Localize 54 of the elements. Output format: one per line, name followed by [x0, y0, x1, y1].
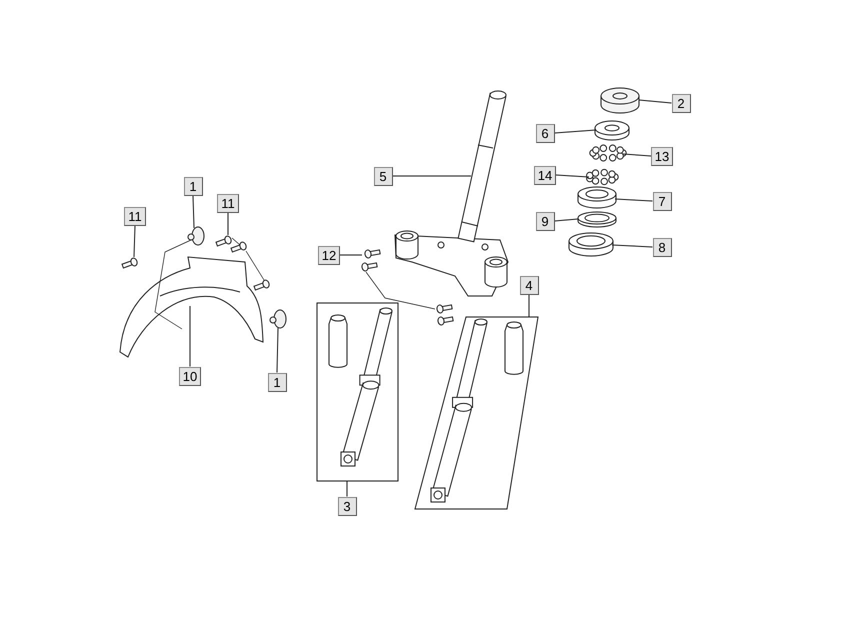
- leader-line: [276, 328, 278, 373]
- assembly-line: [232, 238, 240, 246]
- screw-drawing: [253, 280, 270, 291]
- bearing-cone-drawing: [578, 186, 616, 208]
- callout-number: 9: [536, 212, 554, 230]
- callout-number: 2: [672, 94, 690, 112]
- callout-number: 3: [338, 496, 356, 516]
- callout-number: 13: [651, 146, 673, 166]
- callout-number: 6: [536, 124, 554, 142]
- group-frame: [316, 302, 398, 482]
- front-fender-drawing: [120, 256, 264, 358]
- leader-line: [192, 195, 194, 228]
- leader-line: [638, 100, 672, 104]
- bolt-drawing: [437, 316, 454, 326]
- bolt-drawing: [364, 249, 381, 258]
- ball-bearing-drawing: [586, 168, 619, 186]
- ball-bearing-drawing: [589, 144, 627, 162]
- group-frame: [414, 316, 539, 510]
- assembly-line: [154, 240, 192, 330]
- leader-line: [346, 480, 348, 497]
- screw-drawing: [230, 242, 247, 253]
- callout-number: 8: [652, 238, 672, 256]
- washer-drawing: [578, 212, 616, 228]
- screw-drawing: [215, 236, 232, 247]
- rubber-knob-drawing: [270, 310, 286, 328]
- bolt-drawing: [361, 262, 378, 272]
- screw-drawing: [121, 258, 138, 269]
- nut-drawing: [600, 88, 640, 114]
- rubber-knob-drawing: [188, 226, 204, 246]
- callout-number: 1: [184, 176, 202, 196]
- leader-line: [554, 130, 596, 134]
- callout-number: 11: [217, 194, 239, 212]
- leader-line: [340, 254, 362, 256]
- leader-line: [134, 225, 136, 258]
- callout-number: 12: [318, 246, 340, 264]
- leader-line: [528, 294, 530, 318]
- callout-number: 7: [652, 192, 672, 210]
- callout-number: 10: [179, 366, 201, 386]
- steering-stem-drawing: [394, 90, 509, 296]
- leader-line: [554, 218, 578, 222]
- leader-line: [614, 198, 653, 202]
- callout-number: 14: [534, 166, 556, 184]
- leader-line: [622, 154, 652, 156]
- callout-number: 11: [124, 206, 146, 226]
- leader-line: [556, 174, 590, 178]
- assembly-line: [246, 250, 264, 280]
- bolt-drawing: [436, 304, 453, 314]
- bearing-race-drawing: [568, 232, 614, 256]
- locknut-drawing: [594, 120, 630, 140]
- callout-number: 4: [520, 276, 538, 294]
- leader-line: [612, 244, 653, 248]
- callout-number: 1: [268, 372, 286, 392]
- callout-number: 5: [374, 166, 392, 186]
- assembly-line: [366, 272, 436, 310]
